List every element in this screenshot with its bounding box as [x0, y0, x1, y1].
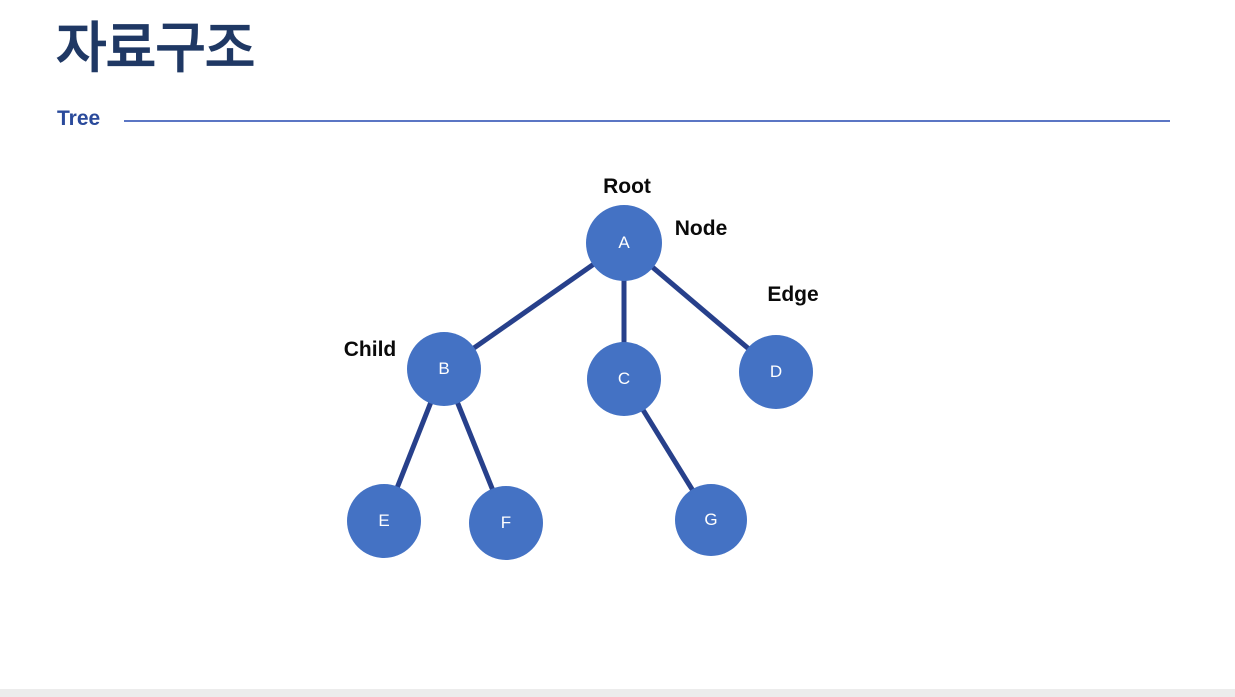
tree-node-e[interactable]: [347, 484, 421, 558]
header-divider: [124, 120, 1170, 122]
annotation-node: Node: [674, 217, 728, 240]
slide-footer-band: [0, 689, 1235, 697]
tree-edge-b-f: [453, 396, 497, 496]
tree-node-c[interactable]: [587, 342, 661, 416]
tree-edge-a-d: [646, 261, 754, 354]
tree-edge-c-g: [638, 404, 698, 496]
tree-node-g[interactable]: [675, 484, 747, 556]
tree-node-d[interactable]: [739, 335, 813, 409]
tree-edge-b-e: [393, 396, 435, 494]
annotation-root: Root: [603, 175, 651, 198]
annotation-edge: Edge: [767, 283, 819, 306]
edge-layer: [393, 259, 754, 496]
page-title: 자료구조: [56, 17, 255, 79]
tree-node-a[interactable]: [586, 205, 662, 281]
annotation-child: Child: [343, 338, 397, 361]
slide-header: 자료구조 Tree: [0, 0, 1235, 140]
tree-node-b[interactable]: [407, 332, 481, 406]
tree-node-f[interactable]: [469, 486, 543, 560]
node-layer: [347, 205, 813, 560]
page-subtitle: Tree: [57, 107, 101, 130]
tree-edge-a-b: [467, 259, 600, 354]
